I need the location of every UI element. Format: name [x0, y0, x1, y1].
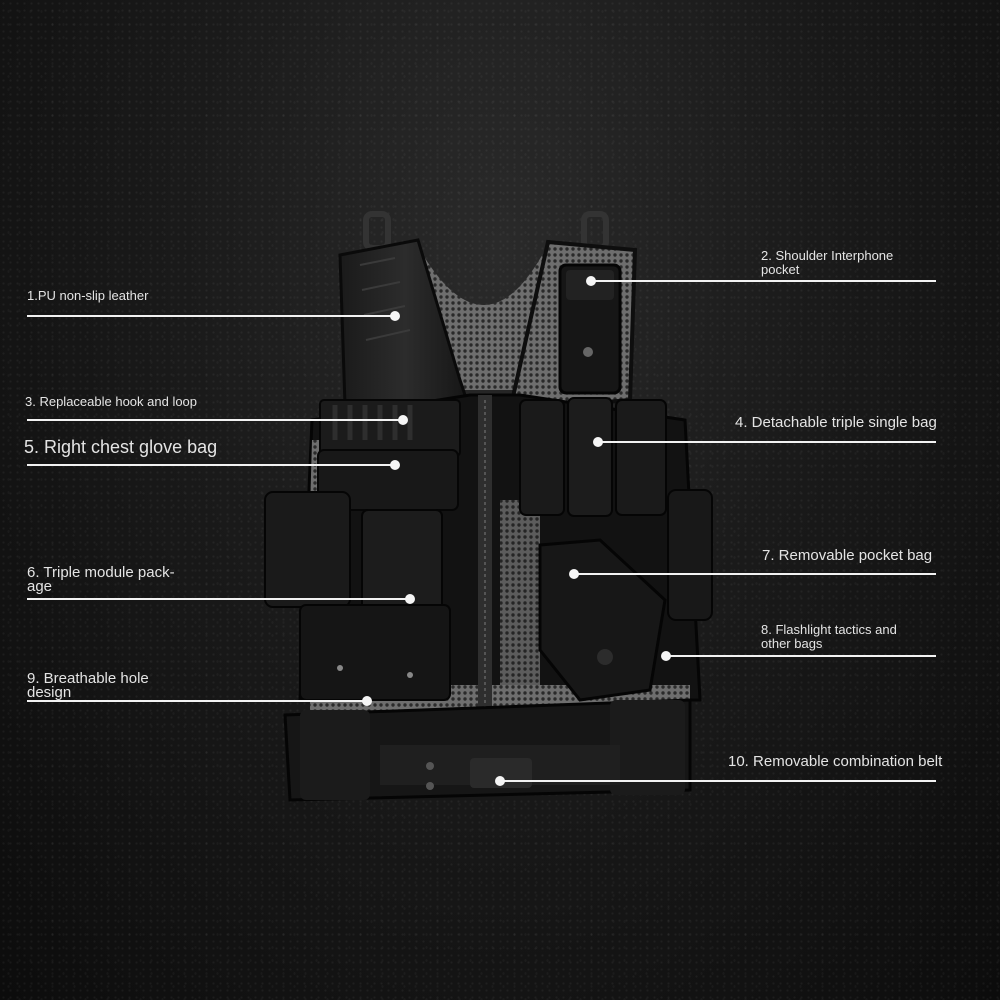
callout-label-10: 10. Removable combination belt — [728, 753, 943, 770]
callout-dot-8 — [661, 651, 671, 661]
callout-label-2: 2. Shoulder Interphone pocket — [761, 248, 894, 277]
callout-label-7: 7. Removable pocket bag — [762, 547, 933, 564]
callout-dot-6 — [405, 594, 415, 604]
callout-leader-8 — [666, 655, 936, 657]
callout-dot-1 — [390, 311, 400, 321]
callout-leader-2 — [591, 280, 936, 282]
callout-dot-10 — [495, 776, 505, 786]
callout-label-8: 8. Flashlight tactics and other bags — [761, 622, 897, 651]
callout-leader-7 — [574, 573, 936, 575]
callout-label-4: 4. Detachable triple single bag — [735, 414, 937, 431]
callout-leader-9 — [27, 700, 367, 702]
callout-leader-1 — [27, 315, 395, 317]
callout-label-3: 3. Replaceable hook and loop — [25, 394, 198, 409]
callout-dot-4 — [593, 437, 603, 447]
callout-leader-3 — [27, 419, 403, 421]
callout-dot-9 — [362, 696, 372, 706]
callout-dot-2 — [586, 276, 596, 286]
callout-leader-5 — [27, 464, 395, 466]
callout-label-5: 5. Right chest glove bag — [24, 437, 218, 457]
callout-leader-4 — [598, 441, 936, 443]
callout-leader-6 — [27, 598, 410, 600]
callout-dot-7 — [569, 569, 579, 579]
callout-dot-5 — [390, 460, 400, 470]
callout-label-6: 6. Triple module pack- age — [27, 564, 175, 595]
callout-label-9: 9. Breathable hole design — [27, 670, 149, 701]
callout-dot-3 — [398, 415, 408, 425]
callout-leader-10 — [500, 780, 936, 782]
callout-label-1: 1.PU non-slip leather — [27, 288, 149, 303]
